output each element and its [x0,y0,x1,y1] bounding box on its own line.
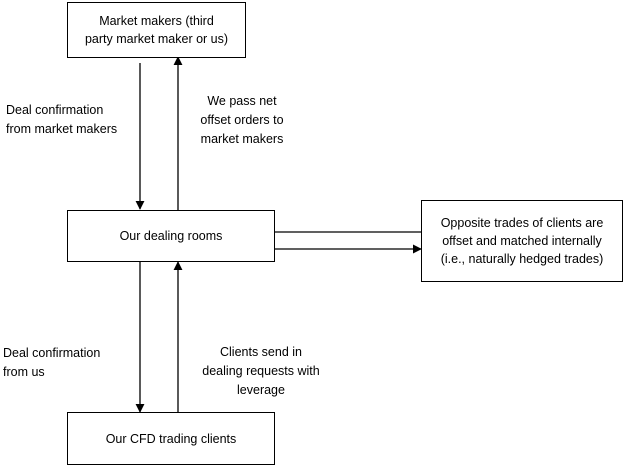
deal-confirmation-market-makers-label: Deal confirmation from market makers [6,103,118,136]
dealing-rooms-box: Our dealing rooms [67,210,275,262]
internal-offset-box: Opposite trades of clients are offset an… [421,200,623,282]
internal-offset-label: Opposite trades of clients are offset an… [440,216,604,266]
cfd-clients-box: Our CFD trading clients [67,412,275,465]
market-makers-label: Market makers (third party market maker … [84,14,229,46]
clients-send-requests-label: Clients send in dealing requests with le… [202,345,320,397]
pass-net-offset-label: We pass net offset orders to market make… [200,94,284,146]
dealing-rooms-label: Our dealing rooms [119,229,223,243]
cfd-clients-label: Our CFD trading clients [105,431,237,446]
market-makers-box: Market makers (third party market maker … [67,2,246,58]
deal-confirmation-us-label: Deal confirmation from us [3,346,101,379]
